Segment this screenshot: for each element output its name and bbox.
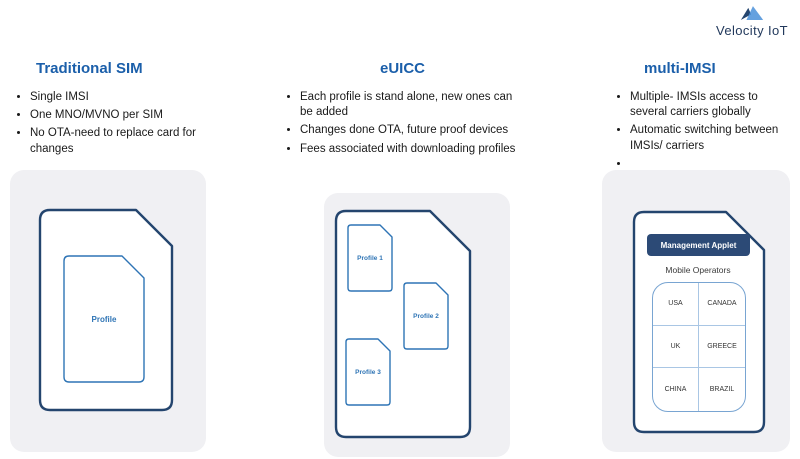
traditional-sim-graphic	[38, 208, 174, 412]
profile-2-chip-shape	[403, 282, 449, 350]
bullet-item: Multiple- IMSIs access to several carrie…	[630, 90, 794, 120]
management-applet-badge: Management Applet	[647, 234, 750, 256]
bullet-item: Each profile is stand alone, new ones ca…	[300, 90, 525, 120]
profile-chip-shape	[63, 255, 145, 383]
bullet-list-multi-imsi: Multiple- IMSIs access to several carrie…	[612, 90, 794, 175]
operator-cell: USA	[653, 283, 699, 326]
column-title-traditional-sim: Traditional SIM	[36, 60, 143, 77]
logo-triangle-dark	[740, 7, 752, 20]
logo-text: Velocity IoT	[716, 23, 788, 38]
bullet-list-euicc: Each profile is stand alone, new ones ca…	[282, 90, 525, 160]
bullet-item: One MNO/MVNO per SIM	[30, 108, 210, 123]
euicc-graphic	[334, 209, 472, 439]
bullet-item: Changes done OTA, future proof devices	[300, 123, 525, 138]
bullet-item: Single IMSI	[30, 90, 210, 105]
bullet-item: Fees associated with downloading profile…	[300, 142, 525, 157]
profile-1-chip-shape	[347, 224, 393, 292]
euicc-diagram-card: Profile 1 Profile 2 Profile 3	[324, 193, 510, 457]
velocity-iot-logo: Velocity IoT	[716, 6, 788, 38]
operator-cell: GREECE	[699, 326, 745, 369]
profile-3-label: Profile 3	[355, 368, 381, 376]
bullet-list-traditional-sim: Single IMSI One MNO/MVNO per SIM No OTA-…	[12, 90, 210, 160]
bullet-item: No OTA-need to replace card for changes	[30, 126, 210, 156]
logo-triangle-light	[746, 6, 764, 21]
operator-cell: BRAZIL	[709, 386, 735, 394]
column-title-euicc: eUICC	[379, 60, 425, 77]
profile-label: Profile	[91, 314, 117, 324]
traditional-sim-diagram-card: Profile	[10, 170, 206, 452]
operator-cell: CANADA	[699, 283, 745, 326]
mobile-operators-label: Mobile Operators	[665, 265, 731, 275]
multi-imsi-diagram-card: Management Applet Mobile Operators USA C…	[602, 170, 790, 452]
profile-2-label: Profile 2	[413, 312, 439, 320]
profile-3-chip-shape	[345, 338, 391, 406]
profile-1-label: Profile 1	[357, 254, 383, 262]
operator-cell: UK	[653, 325, 699, 369]
column-title-multi-imsi: multi-IMSI	[644, 60, 716, 77]
operator-cell: CHINA	[653, 368, 699, 411]
velocity-iot-logo-icon	[740, 6, 764, 21]
bullet-item: Automatic switching between IMSIs/ carri…	[630, 123, 794, 153]
operator-table: USA CANADA UK GREECE CHINA BRAZIL	[652, 282, 746, 412]
